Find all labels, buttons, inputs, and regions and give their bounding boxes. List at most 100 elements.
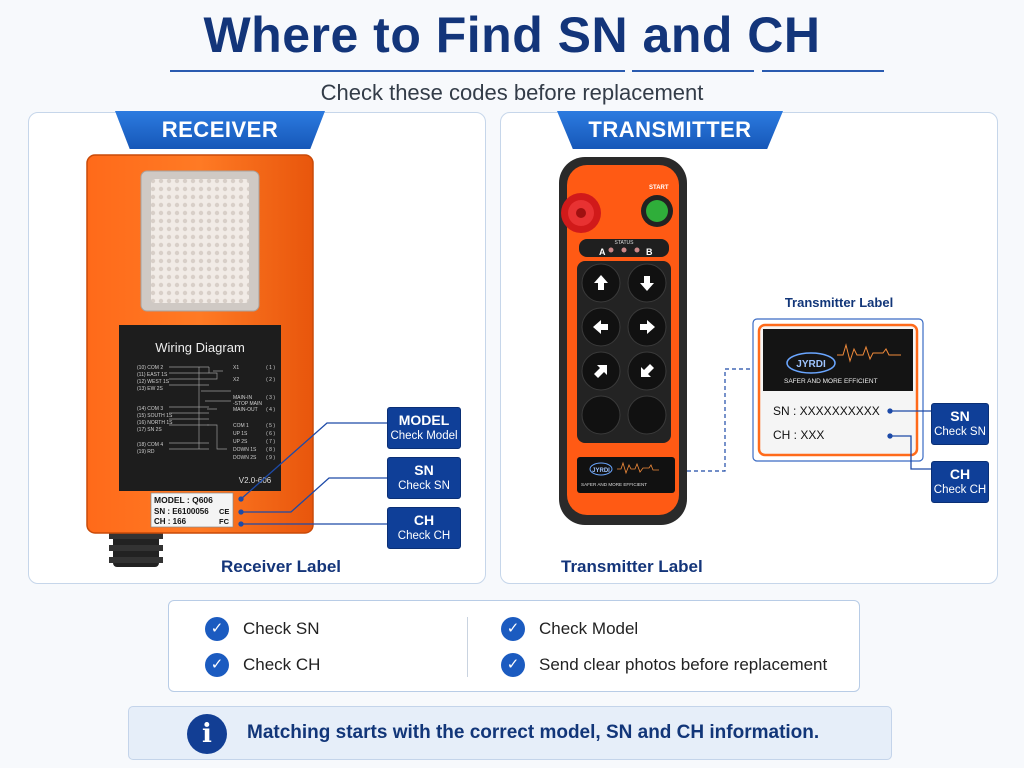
transmitter-caption: Transmitter Label (561, 557, 703, 576)
label-slogan-text: SAFER AND MORE EFFICIENT (784, 378, 878, 385)
wiring-label-left: (10) COM 2 (137, 365, 163, 371)
channel-b-label: B (646, 247, 653, 257)
remote-brand-logo-icon (589, 462, 613, 476)
check-icon: ✓ (205, 653, 229, 677)
transmitter-sn-callout-sub: Check SN (934, 426, 986, 438)
transmitter-sn-callout-title: SN (950, 408, 970, 424)
status-led-2 (621, 247, 627, 253)
emergency-stop-button (561, 193, 601, 233)
sn-callout-title: SN (414, 462, 434, 478)
status-led-3 (634, 247, 640, 253)
transmitter-ch-callout: CH Check CH (931, 461, 989, 503)
label-ch-text: CH : 166 (154, 517, 187, 526)
remote-brand-text: JYRDI (592, 468, 610, 474)
wiring-number: ( 7 ) (266, 439, 275, 445)
wiring-lines (169, 366, 231, 450)
arrow-down-icon (640, 276, 654, 291)
wiring-number: ( 5 ) (266, 423, 275, 429)
wiring-label-left: (19) RD (137, 449, 155, 455)
label-connector-line (687, 368, 753, 472)
wiring-terminal-numbers: ( 1 )( 2 )( 3 )( 4 )( 5 )( 6 )( 7 )( 8 )… (266, 365, 275, 461)
wiring-number: ( 2 ) (266, 377, 275, 383)
label-waveform (837, 343, 901, 363)
transmitter-tag: TRANSMITTER (557, 111, 783, 149)
model-callout-title: MODEL (398, 412, 450, 428)
transmitter-label-ch: CH : XXX (773, 428, 824, 442)
ch-callout: CH Check CH (387, 507, 461, 549)
wiring-label-left: (16) NORTH 1S (137, 420, 173, 426)
status-text: STATUS (615, 240, 635, 246)
checklist-item-label: Send clear photos before replacement (539, 655, 828, 674)
checklist-item-check-sn: ✓ Check SN (205, 617, 320, 641)
receiver-caption: Receiver Label (221, 557, 342, 576)
wiring-label-right: X2 (233, 377, 239, 383)
arrow-down-left-icon (641, 364, 654, 377)
page-subtitle: Check these codes before replacement (320, 80, 704, 105)
transmitter-sn-callout: SN Check SN (931, 403, 989, 445)
page-title: Where to Find SN and CH (203, 7, 821, 63)
wiring-label-left: (18) COM 4 (137, 442, 163, 448)
start-button (646, 200, 668, 222)
title-underline-mid (632, 70, 754, 72)
receiver-tag: RECEIVER (115, 111, 325, 149)
wiring-label-left: (17) SN 2S (137, 427, 162, 433)
model-callout: MODEL Check Model (387, 407, 461, 449)
wiring-terminal-labels-left: (10) COM 2(11) EAST 1S(12) WEST 1S(13) E… (137, 365, 173, 455)
title-underline-right (762, 70, 884, 72)
checklist-item-label: Check SN (243, 619, 320, 638)
check-icon: ✓ (501, 653, 525, 677)
checklist-item-check-model: ✓ Check Model (501, 617, 638, 641)
receiver-leader-lines (238, 422, 387, 527)
ch-callout-sub: Check CH (397, 530, 451, 542)
checklist-item-check-ch: ✓ Check CH (205, 653, 320, 677)
arrow-up-icon (594, 275, 608, 290)
channel-a-label: A (599, 247, 606, 257)
wiring-label-right: -STOP MAIN (233, 401, 262, 407)
checklist-item-send-photos: ✓ Send clear photos before replacement (501, 653, 827, 677)
checklist-box: ✓ Check SN ✓ Check CH ✓ Check Model ✓ Se… (168, 600, 860, 692)
transmitter-label-sn: SN : XXXXXXXXXX (773, 404, 880, 418)
wiring-label-left: (12) WEST 1S (137, 379, 170, 385)
transmitter-ch-callout-title: CH (949, 466, 971, 482)
transmitter-label-heading: Transmitter Label (785, 295, 893, 310)
receiver-panel: RECEIVER Wiring Diagram (10) COM 2(11) E… (28, 111, 486, 584)
remote-slogan-text: SAFER AND MORE EFFICIENT (581, 482, 647, 487)
wiring-label-right: MAIN-IN (233, 395, 253, 401)
start-text: START (649, 185, 669, 191)
info-bar: i Matching starts with the correct model… (128, 706, 892, 760)
wiring-label-left: (14) COM 3 (137, 406, 163, 412)
info-text: Matching starts with the correct model, … (247, 722, 820, 743)
wiring-label-right: COM 1 (233, 423, 249, 429)
wiring-version: V2.0-606 (239, 476, 272, 485)
remote-waveform (617, 461, 659, 475)
wiring-number: ( 4 ) (266, 407, 275, 413)
wiring-label-right: MAIN-OUT (233, 407, 258, 413)
wiring-label-right: DOWN 1S (233, 447, 257, 453)
ch-callout-title: CH (413, 512, 435, 528)
checklist-item-label: Check CH (243, 655, 321, 674)
arrow-left-icon (593, 320, 608, 334)
blank-button (581, 395, 621, 435)
wiring-number: ( 1 ) (266, 365, 275, 371)
label-sn-text: SN : E6100056 (154, 507, 209, 516)
transmitter-panel: TRANSMITTER START STATUS A B JYRDI SAFER… (500, 111, 998, 584)
arrow-up-right-icon (594, 365, 607, 378)
wiring-diagram-panel (119, 325, 281, 491)
wiring-number: ( 9 ) (266, 455, 275, 461)
checklist-divider (467, 617, 468, 677)
wiring-title: Wiring Diagram (155, 340, 245, 355)
transmitter-ch-callout-sub: Check CH (933, 484, 987, 496)
wiring-label-right: X1 (233, 365, 239, 371)
wiring-label-left: (13) EW 2S (137, 386, 164, 392)
remote-bottom-label (577, 457, 675, 493)
wiring-label-right: DOWN 2S (233, 455, 257, 461)
label-brand-logo-icon (786, 352, 836, 374)
label-brand-text: JYRDI (796, 359, 826, 370)
wiring-number: ( 3 ) (266, 395, 275, 401)
model-callout-sub: Check Model (390, 430, 458, 442)
sn-callout-sub: Check SN (398, 480, 450, 492)
wiring-label-left: (15) SOUTH 1S (137, 413, 173, 419)
cable-gland (109, 527, 163, 567)
receiver-illustration: Wiring Diagram (10) COM 2(11) EAST 1S(12… (86, 154, 387, 567)
